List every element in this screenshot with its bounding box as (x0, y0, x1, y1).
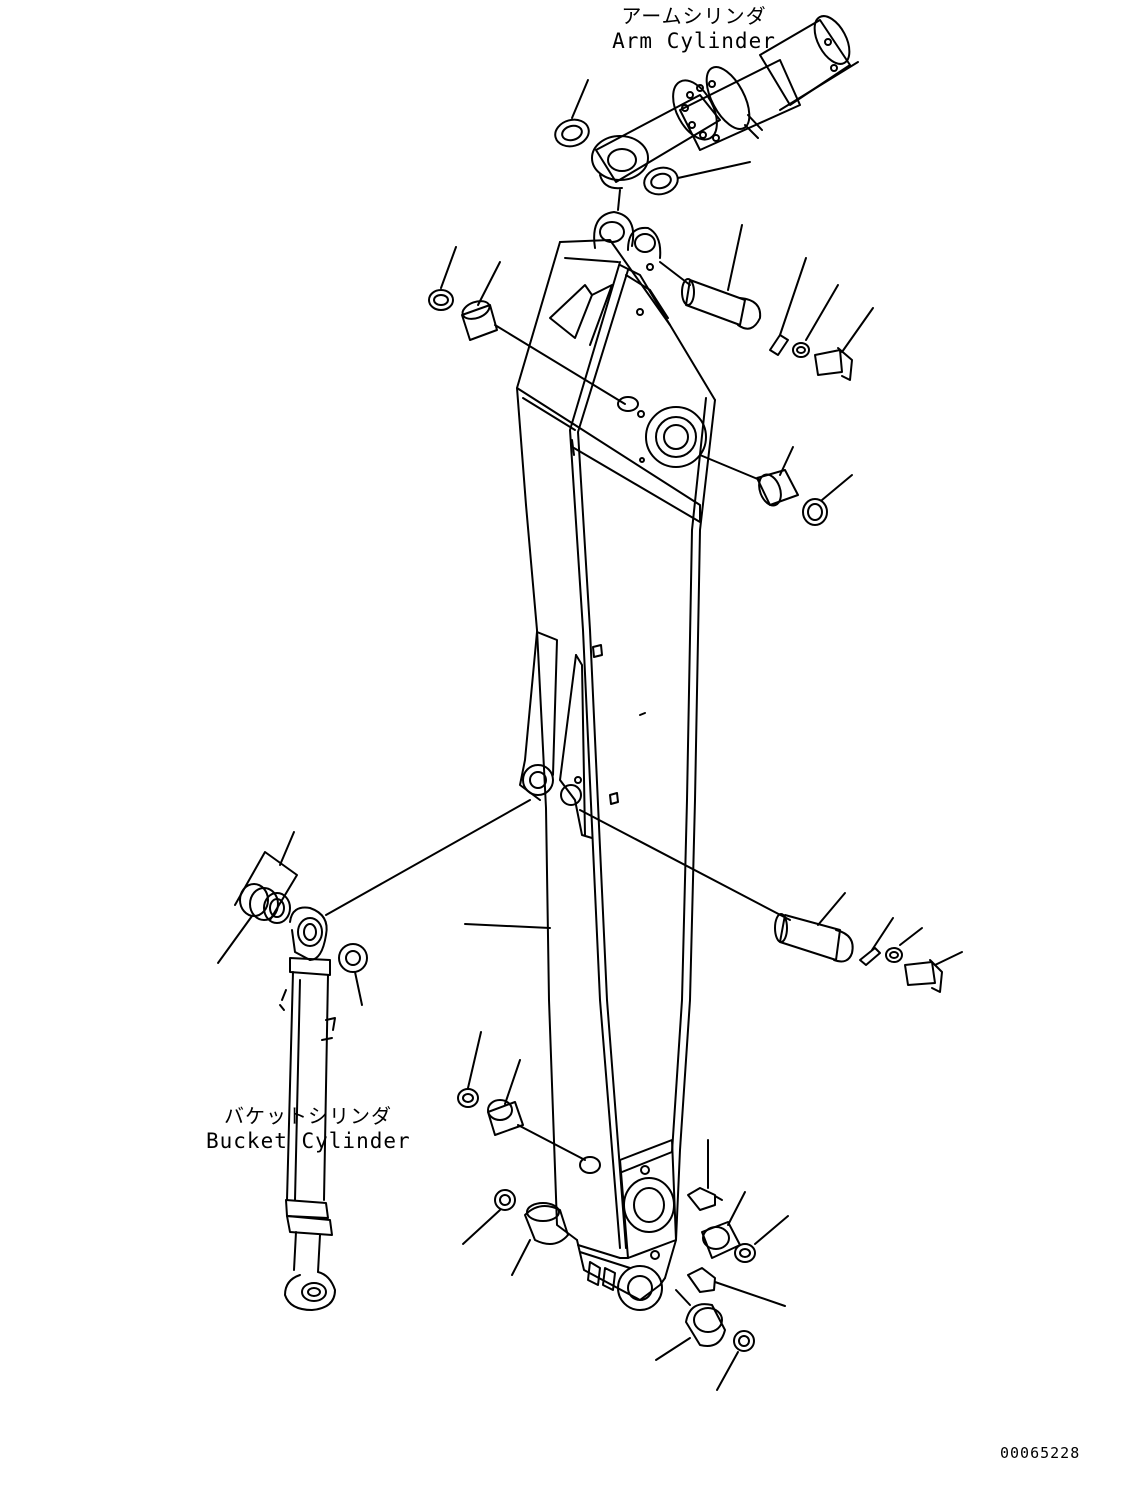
top-pin-hardware (429, 225, 873, 404)
arm-cylinder-label: アームシリンダ Arm Cylinder (606, 0, 782, 53)
bucket-cylinder-label-en: Bucket Cylinder (206, 1129, 411, 1153)
arm-cylinder-label-jp: アームシリンダ (621, 4, 767, 28)
bucket-cylinder-label: バケットシリンダ Bucket Cylinder (206, 1100, 410, 1153)
side-boss-hardware (700, 447, 852, 525)
bucket-cylinder-label-jp: バケットシリンダ (224, 1104, 392, 1128)
middle-pin-hardware (465, 810, 962, 992)
arm-cylinder (592, 10, 858, 188)
lower-right-hardware (656, 1140, 788, 1390)
lower-left-hardware (458, 1032, 585, 1275)
bucket-cylinder (280, 908, 335, 1310)
arm-cylinder-spacers (552, 80, 750, 210)
drawing-number: 00065228 (1000, 1444, 1081, 1462)
bucket-cylinder-spacers (218, 800, 530, 1005)
arm-body (517, 212, 715, 1310)
arm-cylinder-label-en: Arm Cylinder (612, 29, 776, 53)
